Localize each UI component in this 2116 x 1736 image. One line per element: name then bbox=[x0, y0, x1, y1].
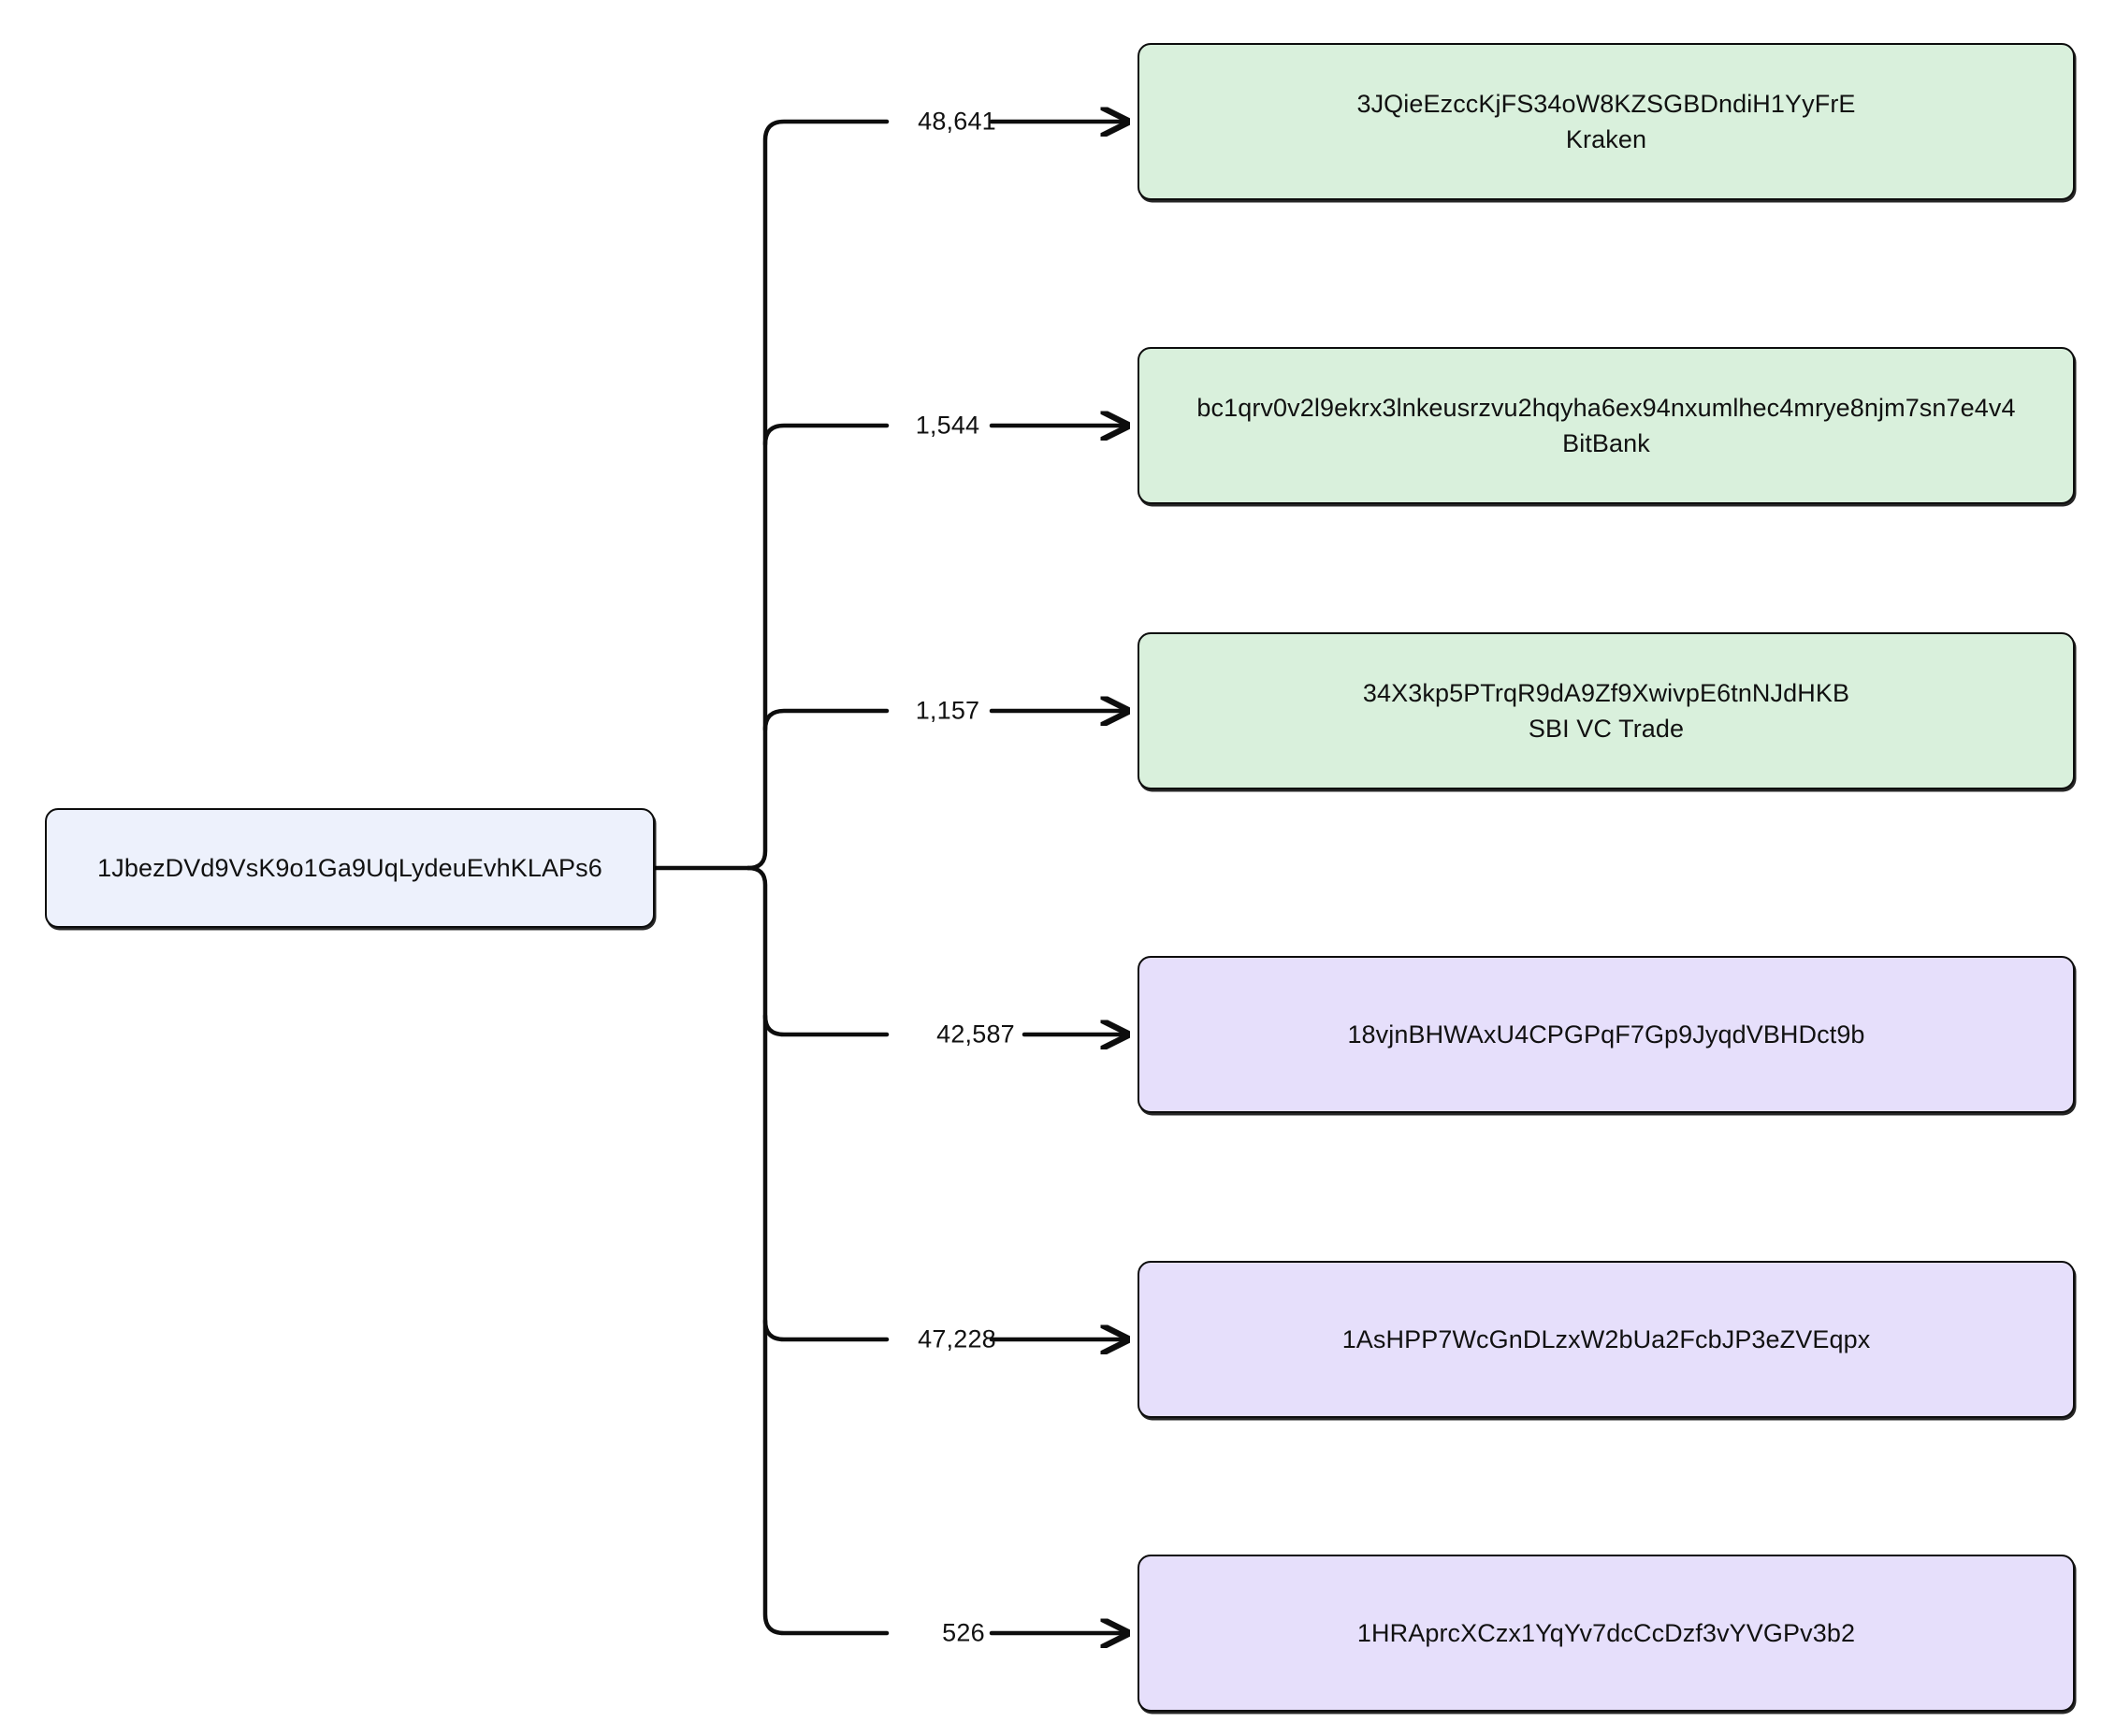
destination-address-2: bc1qrv0v2l9ekrx3lnkeusrzvu2hqyha6ex94nxu… bbox=[1196, 393, 2016, 422]
destination-node-2[interactable]: bc1qrv0v2l9ekrx3lnkeusrzvu2hqyha6ex94nxu… bbox=[1138, 347, 2075, 504]
destination-node-1[interactable]: 3JQieEzccKjFS34oW8KZSGBDndiH1YyFrE Krake… bbox=[1138, 43, 2075, 200]
destination-node-4[interactable]: 18vjnBHWAxU4CPGPqF7Gp9JyqdVBHDct9b bbox=[1138, 956, 2075, 1113]
destination-entity-2: BitBank bbox=[1562, 429, 1650, 457]
edge-label-6: 526 bbox=[942, 1618, 985, 1647]
destination-address-4: 18vjnBHWAxU4CPGPqF7Gp9JyqdVBHDct9b bbox=[1347, 1020, 1865, 1049]
destination-node-6[interactable]: 1HRAprcXCzx1YqYv7dcCcDzf3vYVGPv3b2 bbox=[1138, 1555, 2075, 1712]
destination-node-3[interactable]: 34X3kp5PTrqR9dA9Zf9XwivpE6tnNJdHKB SBI V… bbox=[1138, 632, 2075, 789]
edge-label-1: 48,641 bbox=[918, 107, 996, 136]
destination-address-5: 1AsHPP7WcGnDLzxW2bUa2FcbJP3eZVEqpx bbox=[1341, 1324, 1871, 1353]
root-address-text: 1JbezDVd9VsK9o1Ga9UqLydeuEvhKLAPs6 bbox=[97, 853, 602, 882]
destination-entity-1: Kraken bbox=[1565, 125, 1647, 153]
edge-label-4: 42,587 bbox=[936, 1020, 1015, 1049]
destination-entity-3: SBI VC Trade bbox=[1528, 715, 1685, 743]
destination-address-6: 1HRAprcXCzx1YqYv7dcCcDzf3vYVGPv3b2 bbox=[1356, 1618, 1856, 1647]
destination-node-5[interactable]: 1AsHPP7WcGnDLzxW2bUa2FcbJP3eZVEqpx bbox=[1138, 1261, 2075, 1418]
edge-label-5: 47,228 bbox=[918, 1324, 996, 1353]
destination-address-1: 3JQieEzccKjFS34oW8KZSGBDndiH1YyFrE bbox=[1356, 89, 1856, 118]
edge-label-2: 1,544 bbox=[915, 411, 980, 440]
destination-address-3: 34X3kp5PTrqR9dA9Zf9XwivpE6tnNJdHKB bbox=[1362, 678, 1850, 707]
root-address-node[interactable]: 1JbezDVd9VsK9o1Ga9UqLydeuEvhKLAPs6 bbox=[45, 808, 655, 928]
edge-label-3: 1,157 bbox=[915, 696, 980, 725]
